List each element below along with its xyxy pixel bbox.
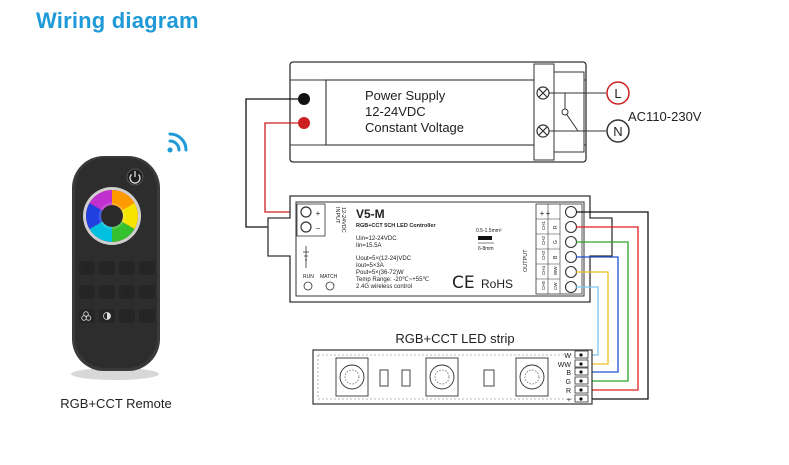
- strip-pin-b: B: [566, 370, 571, 377]
- page-title: Wiring diagram: [36, 8, 199, 33]
- input-minus-label: −: [316, 224, 321, 233]
- output-color-r: R: [553, 225, 559, 229]
- neutral-terminal: [606, 119, 630, 143]
- strip-pin-plus: +: [567, 397, 571, 404]
- resistor-icon: [379, 369, 389, 387]
- output-pin-ch2: CH2: [541, 236, 546, 245]
- led-chip-icon: [429, 364, 455, 390]
- input-label: INPUT: [334, 207, 340, 224]
- strip-pin-g: G: [566, 379, 571, 386]
- led-strip: W WW B G R +: [312, 349, 593, 405]
- live-terminal: [606, 81, 630, 105]
- output-pin-ch1: CH1: [541, 221, 546, 230]
- match-label: MATCH: [320, 274, 338, 280]
- antenna-icon: [303, 246, 309, 268]
- input-voltage-label: 12-24VDC: [340, 207, 346, 233]
- ce-mark: CE: [452, 273, 475, 293]
- power-supply: Power Supply 12-24VDC Constant Voltage L…: [289, 61, 702, 163]
- spec-pout: Pout=5×(36-72)W: [356, 270, 404, 276]
- remote-buttons: [79, 261, 155, 323]
- input-plus-label: +: [316, 209, 321, 218]
- spec-iin: Iin=15.5A: [356, 243, 382, 249]
- neutral-label: N: [613, 124, 622, 139]
- output-terminal-block: + + CH1 CH2 CH3 CH4 CH5 R G B WW CW: [535, 203, 583, 295]
- output-label: OUTPUT: [523, 249, 529, 272]
- strip-pins: [574, 350, 589, 403]
- output-pin-plus: +: [546, 209, 551, 218]
- speed-icon[interactable]: [103, 312, 111, 320]
- output-wires: [576, 211, 649, 400]
- output-color-ww: WW: [553, 266, 558, 275]
- controller: + − INPUT 12-24VDC RUN MATCH V5-M RGB+CC…: [267, 195, 613, 303]
- spec-uin: Uin=12-24VDC: [356, 236, 397, 242]
- cct-button[interactable]: CCT: [121, 267, 133, 273]
- strip-pin-r: R: [566, 388, 571, 395]
- scene-2-button[interactable]: S2: [143, 314, 152, 321]
- power-supply-line-2: 12-24VDC: [365, 104, 426, 119]
- resistor-icon: [401, 369, 411, 387]
- strip-pin-ww: WW: [558, 362, 572, 369]
- output-color-cw: CW: [553, 282, 558, 290]
- controller-model: V5-M: [356, 207, 385, 221]
- output-pin-ch4: CH4: [541, 266, 546, 275]
- rohs-label: RoHS: [481, 277, 513, 291]
- dc-negative-terminal: [298, 93, 310, 105]
- b-button[interactable]: B: [125, 290, 130, 297]
- r-button[interactable]: R: [84, 290, 89, 297]
- output-pin-ch5: CH5: [541, 281, 546, 290]
- spec-uout: Uout=5×(12-24)VDC: [356, 256, 412, 262]
- dc-positive-wire: [264, 122, 302, 213]
- strip-pin-w: W: [564, 353, 571, 360]
- power-supply-line-1: Power Supply: [365, 88, 446, 103]
- brightness-down-button[interactable]: ✳: [84, 265, 91, 274]
- color-wheel[interactable]: [83, 187, 141, 245]
- spec-wireless: 2.4G wireless control: [356, 284, 412, 290]
- match-button[interactable]: [325, 281, 335, 291]
- led-chip-icon: [519, 364, 545, 390]
- output-color-b: B: [553, 255, 559, 259]
- g-button[interactable]: G: [104, 290, 109, 297]
- ac-voltage-label: AC110-230V: [628, 109, 702, 124]
- mode-icon[interactable]: [81, 311, 92, 321]
- output-pin-plus-2: +: [540, 209, 545, 218]
- dc-positive-terminal: [298, 117, 310, 129]
- power-icon: [129, 174, 141, 184]
- run-led: [303, 281, 313, 291]
- w-button[interactable]: W: [144, 290, 151, 297]
- scene-1-button[interactable]: S1: [123, 314, 132, 321]
- run-label: RUN: [303, 274, 314, 280]
- wireless-signal-icon: [167, 132, 188, 153]
- resistor-icon: [483, 369, 495, 387]
- brightness-up-button[interactable]: ☀: [103, 265, 110, 274]
- wire-strip-icon: [478, 236, 492, 240]
- strip-length-label: 6-8mm: [478, 246, 494, 252]
- spec-iout: Iout=5×3A: [356, 263, 384, 269]
- output-color-g: G: [553, 240, 559, 244]
- controller-subtitle: RGB+CCT 5CH LED Controller: [356, 223, 436, 229]
- live-label: L: [614, 86, 621, 101]
- remote: ✳ ☀ CCT RGB R G B W S1 S2: [71, 132, 188, 380]
- power-supply-line-3: Constant Voltage: [365, 120, 464, 135]
- led-chip-icon: [339, 364, 365, 390]
- rgb-button[interactable]: RGB: [141, 267, 153, 273]
- output-pin-ch3: CH3: [541, 251, 546, 260]
- led-strip-title: RGB+CCT LED strip: [395, 331, 514, 346]
- wire-spec-label: 0.5-1.5mm²: [476, 228, 502, 234]
- remote-caption: RGB+CCT Remote: [60, 396, 171, 411]
- spec-temp: Temp Range: -20℃~+55℃: [356, 277, 429, 283]
